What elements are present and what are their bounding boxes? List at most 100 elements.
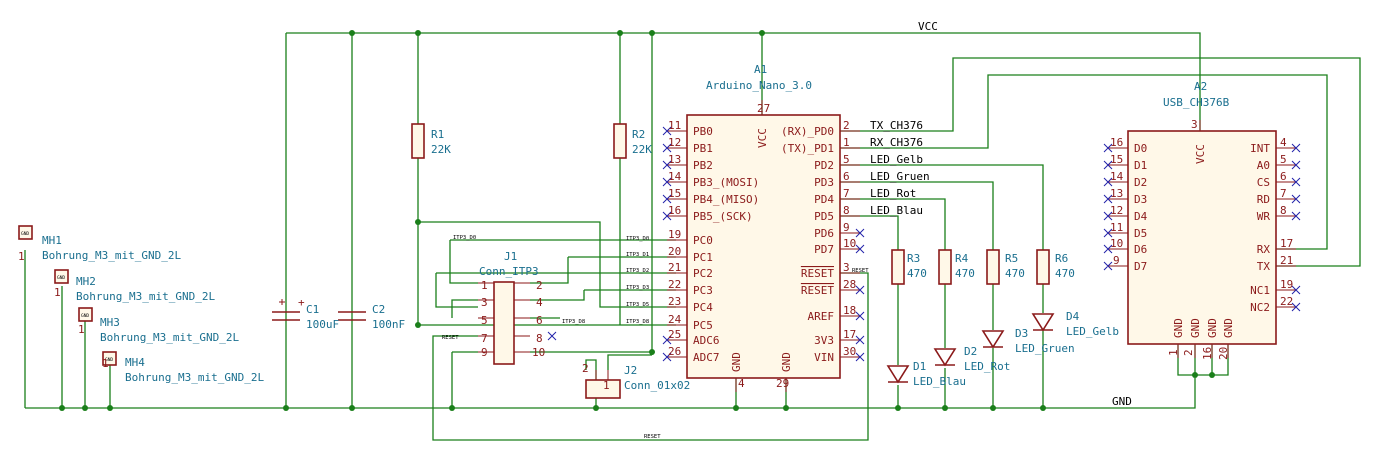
- usb-labels: A2 USB_CH376B 3 VCC D0 D1 D2 D3 D4 D5 D6…: [1110, 80, 1293, 360]
- a2-gnd-3: GND: [1206, 318, 1219, 338]
- a1-rnum-3: 6: [843, 170, 850, 183]
- j1-pin-7: 7: [481, 332, 488, 345]
- c1-ref: C1: [306, 303, 319, 316]
- a2-right-2: CS: [1257, 176, 1270, 189]
- a1-rnum-7: 10: [843, 237, 856, 250]
- c1-plus: +: [298, 296, 305, 309]
- a2-right-6: TX: [1257, 260, 1271, 273]
- a2-left-2: D2: [1134, 176, 1147, 189]
- a1-lnum-1: 12: [668, 136, 681, 149]
- a1-rnum-2: 5: [843, 153, 850, 166]
- a1-rnum-8: 3: [843, 261, 850, 274]
- a1-left-12: ADC6: [693, 334, 720, 347]
- resistor-symbols: [411, 123, 1050, 285]
- a1-lnum-7: 20: [668, 245, 681, 258]
- net-led-gruen: LED_Gruen: [870, 170, 930, 183]
- mh3-ref: MH3: [100, 316, 120, 329]
- a1-lnum-6: 19: [668, 228, 681, 241]
- a1-right-5: PD5: [814, 210, 834, 223]
- a1-left-2: PB2: [693, 159, 713, 172]
- j1-pin-3: 3: [481, 296, 488, 309]
- a1-left-8: PC2: [693, 267, 713, 280]
- a1-lnum-2: 13: [668, 153, 681, 166]
- r1-value: 22K: [431, 143, 451, 156]
- j1-ref: J1: [504, 250, 517, 263]
- a1-left-4: PB4_(MISO): [693, 193, 759, 206]
- net-itp-d2: ITP3_D2: [626, 268, 649, 274]
- mh1-ref: MH1: [42, 234, 62, 247]
- net-itp-d1: ITP3_D1: [626, 252, 649, 258]
- net-itp-d0: ITP3_D0: [626, 236, 649, 242]
- j2-pin-1: 1: [603, 379, 610, 392]
- a1-right-6: PD6: [814, 227, 834, 240]
- a1-left-11: PC5: [693, 319, 713, 332]
- net-gnd: GND: [1112, 395, 1132, 408]
- mh2-ref: MH2: [76, 275, 96, 288]
- mh3-value: Bohrung_M3_mit_GND_2L: [100, 331, 239, 344]
- a1-right-8: RESET: [801, 267, 834, 280]
- capacitor-symbols: [272, 299, 366, 321]
- a1-rnum-6: 9: [843, 221, 850, 234]
- d2-ref: D2: [964, 345, 977, 358]
- a1-left-7: PC1: [693, 251, 713, 264]
- wires: [24, 32, 1361, 441]
- a2-rnum-1: 5: [1280, 153, 1287, 166]
- j1-pin-1: 1: [481, 279, 488, 292]
- a1-right-0: (RX)_PD0: [781, 125, 834, 138]
- a1-rnum-10: 18: [843, 304, 856, 317]
- j1-pin-6: 6: [536, 314, 543, 327]
- a2-gnd-num-2: 2: [1182, 349, 1195, 356]
- a2-lnum-2: 14: [1110, 170, 1124, 183]
- mh4-pin: 1: [102, 357, 109, 370]
- a2-right-5: RX: [1257, 243, 1271, 256]
- no-connect-markers: [547, 126, 1301, 362]
- a1-left-1: PB1: [693, 142, 713, 155]
- a2-rnum-5: 17: [1280, 237, 1293, 250]
- a2-rnum-0: 4: [1280, 136, 1287, 149]
- d1-ref: D1: [913, 360, 926, 373]
- a1-rnum-9: 28: [843, 278, 856, 291]
- a1-gnd-num-1: 4: [738, 377, 745, 390]
- a2-rnum-4: 8: [1280, 204, 1287, 217]
- j1-pin-4: 4: [536, 296, 543, 309]
- a1-ref: A1: [754, 63, 767, 76]
- a2-vcc-num: 3: [1191, 118, 1198, 131]
- r5-ref: R5: [1005, 252, 1018, 265]
- a1-pin-vcc-num: 27: [757, 102, 770, 115]
- mh2-pin: 1: [54, 286, 61, 299]
- a1-rnum-11: 17: [843, 328, 856, 341]
- mh4-value: Bohrung_M3_mit_GND_2L: [125, 371, 264, 384]
- mh2-tag: GND: [57, 275, 65, 281]
- r5-value: 470: [1005, 267, 1025, 280]
- a2-gnd-num-4: 20: [1217, 347, 1230, 360]
- j1-pin-9: 9: [481, 346, 488, 359]
- a1-left-6: PC0: [693, 234, 713, 247]
- net-rx: RX_CH376: [870, 136, 923, 149]
- net-reset-j1: RESET: [442, 335, 459, 341]
- a1-left-9: PC3: [693, 284, 713, 297]
- a1-lnum-4: 15: [668, 187, 681, 200]
- a1-left-10: PC4: [693, 301, 713, 314]
- r1-ref: R1: [431, 128, 444, 141]
- a1-right-4: PD4: [814, 193, 834, 206]
- net-led-rot: LED_Rot: [870, 187, 916, 200]
- net-itp-d8: ITP3_D8: [626, 319, 649, 325]
- a1-value: Arduino_Nano_3.0: [706, 79, 812, 92]
- j2-value: Conn_01x02: [624, 379, 690, 392]
- a1-gnd-1: GND: [730, 352, 743, 372]
- net-itp-d8-right: ITP3_D8: [562, 319, 585, 325]
- usb-ch376-symbol: [1108, 120, 1296, 358]
- j1-pin-2: 2: [536, 279, 543, 292]
- mh3-tag: GND: [81, 313, 89, 319]
- a2-lnum-3: 13: [1110, 187, 1123, 200]
- a1-left-13: ADC7: [693, 351, 720, 364]
- a1-lnum-11: 24: [668, 313, 682, 326]
- d1-value: LED_Blau: [913, 375, 966, 388]
- a2-left-6: D6: [1134, 243, 1147, 256]
- r2-ref: R2: [632, 128, 645, 141]
- r3-value: 470: [907, 267, 927, 280]
- a2-left-4: D4: [1134, 210, 1148, 223]
- mh4-tag: GND: [105, 357, 113, 363]
